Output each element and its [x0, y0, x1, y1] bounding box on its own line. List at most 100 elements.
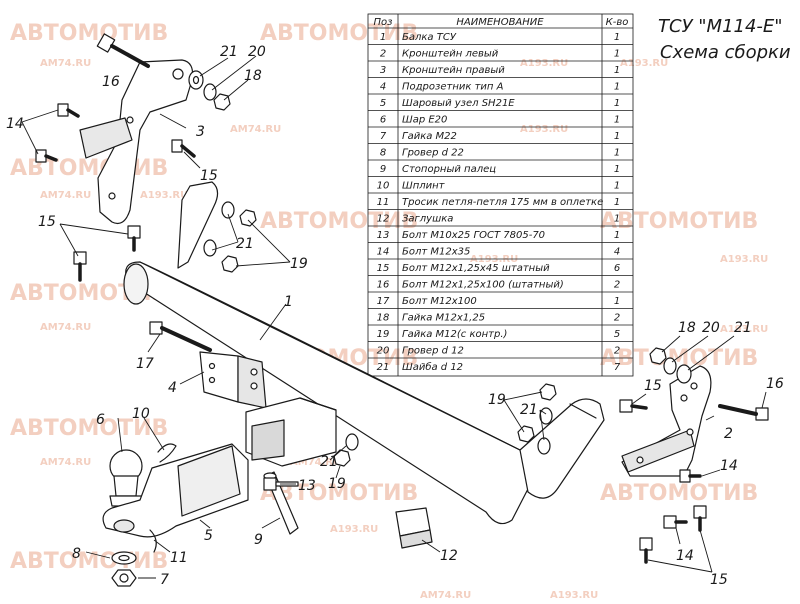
- table-cell-name: Тросик петля-петля 175 мм в оплетке: [402, 197, 603, 208]
- watermark-site: A193.RU: [720, 324, 768, 335]
- watermark-site: A193.RU: [330, 524, 378, 535]
- callout-label: 19: [488, 392, 506, 408]
- callout-label: 10: [132, 406, 150, 422]
- table-cell-qty: 5: [614, 329, 620, 340]
- table-cell-pos: 14: [377, 247, 390, 258]
- table-cell-qty: 1: [614, 131, 620, 142]
- bracket-right-part: [79, 59, 194, 225]
- washer-d12-part: [537, 437, 551, 455]
- callout-label: 15: [38, 214, 56, 230]
- callout-label: 16: [102, 74, 120, 90]
- table-cell-qty: 1: [614, 164, 620, 175]
- watermark-brand: АВТОМОТИВ: [600, 481, 758, 506]
- table-cell-qty: 1: [614, 32, 620, 43]
- watermark-brand: АВТОМОТИВ: [10, 156, 168, 181]
- table-cell-pos: 8: [380, 148, 386, 159]
- callout-label: 14: [676, 548, 694, 564]
- table-cell-pos: 18: [377, 313, 390, 324]
- callout-label: 21: [520, 402, 538, 418]
- table-cell-name: Шайба d 12: [402, 361, 463, 373]
- bolt-m12x45-part: [127, 225, 141, 252]
- watermark-brand: АВТОМОТИВ: [10, 416, 168, 441]
- table-cell-name: Болт М12х100: [402, 296, 477, 307]
- table-cell-name: Гайка М12(с контр.): [402, 329, 507, 340]
- washer-d12-part: [676, 364, 692, 384]
- callout-label: 11: [170, 550, 188, 566]
- plug-part: [395, 507, 433, 549]
- callout-label: 21: [734, 320, 752, 336]
- table-header-name: НАИМЕНОВАНИЕ: [456, 17, 544, 28]
- leader-lines: [21, 55, 767, 579]
- watermark-site: AM74.RU: [40, 457, 91, 468]
- callout-label: 4: [168, 380, 177, 396]
- table-cell-name: Болт М12х1,25х100 (штатный): [402, 280, 564, 291]
- table-cell-name: Кронштейн правый: [402, 65, 505, 76]
- nut-m12-lock-part: [539, 383, 557, 401]
- table-cell-pos: 15: [377, 263, 390, 274]
- callout-label: 20: [702, 320, 720, 336]
- callout-label: 14: [720, 458, 738, 474]
- table-cell-qty: 1: [614, 115, 620, 126]
- table-row: 1 Балка ТСУ 1: [380, 32, 620, 43]
- callout-label: 21: [236, 236, 254, 252]
- watermark-site: AM74.RU: [420, 590, 471, 600]
- table-cell-name: Балка ТСУ: [402, 32, 457, 43]
- watermark-layer: АВТОМОТИВ АВТОМОТИВ АВТОМОТИВ АВТОМОТИВ …: [10, 21, 768, 601]
- callout-label: 16: [766, 376, 784, 392]
- table-cell-name: Болт М10х25 ГОСТ 7805-70: [402, 230, 545, 241]
- watermark-site: AM74.RU: [40, 322, 91, 333]
- table-cell-pos: 10: [377, 181, 390, 192]
- watermark-site: A193.RU: [620, 58, 668, 69]
- receiver-box-part: [245, 397, 337, 467]
- bolt-m12x100-part: [149, 321, 212, 352]
- watermark-site: AM74.RU: [40, 58, 91, 69]
- table-cell-pos: 9: [380, 164, 386, 175]
- callout-label: 7: [160, 572, 169, 588]
- callout-label: 15: [710, 572, 728, 588]
- table-cell-name: Гровер d 12: [402, 346, 464, 357]
- table-cell-pos: 20: [377, 346, 390, 357]
- callout-labels: 1 2 3 4 5 6 7 8 9 10 11 12 13 14 14 14 1…: [6, 44, 784, 588]
- callout-label: 12: [440, 548, 458, 564]
- table-cell-pos: 7: [380, 131, 387, 142]
- nut-m12-lock-part: [333, 449, 351, 467]
- callout-label: 19: [328, 476, 346, 492]
- tow-bar-beam-part: [123, 181, 605, 525]
- watermark-brand: АВТОМОТИВ: [600, 209, 758, 234]
- table-cell-pos: 2: [380, 49, 386, 60]
- table-cell-qty: 1: [614, 197, 620, 208]
- table-row: 2 Кронштейн левый 1: [380, 49, 620, 60]
- table-cell-qty: 1: [614, 49, 620, 60]
- table-cell-name: Заглушка: [402, 214, 453, 225]
- table-cell-name: Кронштейн левый: [402, 49, 499, 60]
- washer-d12-part: [188, 70, 204, 90]
- diagram-subtitle: Схема сборки: [660, 42, 791, 63]
- table-cell-qty: 1: [614, 82, 620, 93]
- table-cell-pos: 21: [377, 362, 390, 373]
- bolt-m12x35-part: [57, 103, 80, 118]
- watermark-site: A193.RU: [140, 190, 188, 201]
- bolt-m12x45-part: [73, 251, 87, 282]
- table-cell-name: Подрозетник тип А: [402, 82, 504, 93]
- bolt-m12x45-part: [171, 139, 196, 158]
- watermark-site: A193.RU: [720, 254, 768, 265]
- table-cell-pos: 1: [380, 32, 386, 43]
- tow-ball-part: [109, 449, 143, 507]
- socket-plate-part: [199, 351, 267, 409]
- table-cell-qty: 6: [614, 263, 620, 274]
- bolt-m12x35-part: [663, 515, 688, 529]
- spring-washer-d12-part: [663, 357, 677, 375]
- table-cell-name: Шаровый узел SH21E: [402, 98, 515, 109]
